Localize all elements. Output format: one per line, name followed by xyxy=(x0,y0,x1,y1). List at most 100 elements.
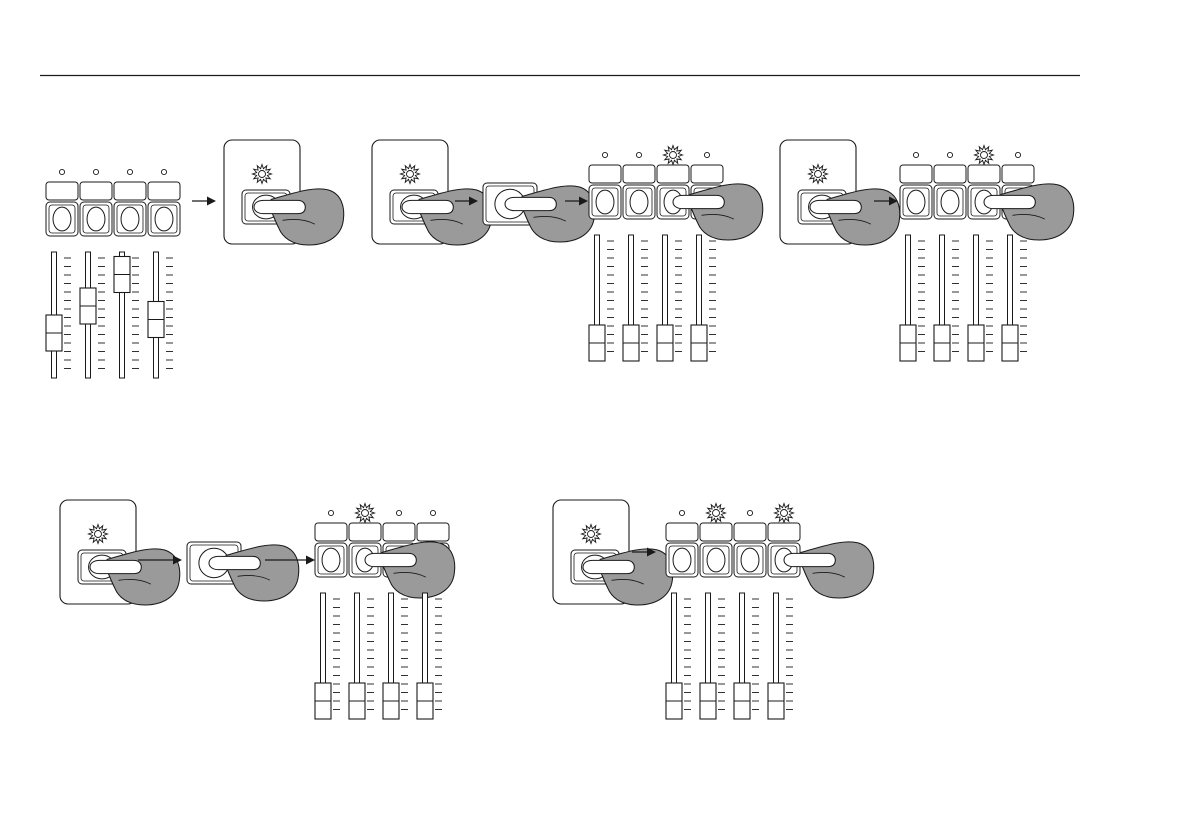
fader-2[interactable] xyxy=(349,593,374,719)
panel-button-icon[interactable] xyxy=(148,202,180,236)
fader-3[interactable] xyxy=(968,235,993,361)
fader-3[interactable] xyxy=(734,593,759,719)
button-oval xyxy=(941,190,959,214)
led-core xyxy=(407,171,414,178)
panel-button-icon[interactable] xyxy=(80,202,112,236)
fader-knob[interactable] xyxy=(700,683,716,719)
hand-index-finger xyxy=(254,200,305,213)
fader-knob[interactable] xyxy=(691,325,707,361)
channel-2-label-box xyxy=(700,523,732,541)
button-oval xyxy=(630,190,648,214)
button-oval xyxy=(907,190,925,214)
arrow-head xyxy=(306,556,315,565)
button-oval xyxy=(155,207,173,231)
fader-4[interactable] xyxy=(148,252,173,378)
channel-1-label-box xyxy=(589,165,621,183)
panel-button-icon[interactable] xyxy=(46,202,78,236)
fader-knob[interactable] xyxy=(768,683,784,719)
fader-2[interactable] xyxy=(934,235,959,361)
pressed-button-group xyxy=(187,542,299,601)
panel-button-icon[interactable] xyxy=(315,543,347,577)
channel-strip xyxy=(666,504,874,720)
channel-3-label-box xyxy=(968,165,1000,183)
led-lit-icon xyxy=(975,146,994,165)
led-core xyxy=(815,171,822,178)
led-core xyxy=(588,531,595,538)
channel-2-label-box xyxy=(349,523,381,541)
fader-knob[interactable] xyxy=(657,325,673,361)
channel-3-label-box xyxy=(657,165,689,183)
led-core xyxy=(95,531,102,538)
fader-2[interactable] xyxy=(623,235,648,361)
fader-1[interactable] xyxy=(666,593,691,719)
button-oval xyxy=(87,207,105,231)
fader-knob[interactable] xyxy=(114,257,130,293)
hand-index-finger xyxy=(583,560,634,573)
hand-palm xyxy=(801,542,874,598)
led-lit-icon xyxy=(775,504,794,523)
diagram-step-1 xyxy=(46,140,344,378)
channel-strip xyxy=(589,146,763,362)
fader-1[interactable] xyxy=(46,252,71,378)
channel-4-label-box xyxy=(768,523,800,541)
fader-knob[interactable] xyxy=(1002,325,1018,361)
panel-button-icon[interactable] xyxy=(623,185,655,219)
fader-1[interactable] xyxy=(315,593,340,719)
fader-knob[interactable] xyxy=(589,325,605,361)
panel-button-icon[interactable] xyxy=(589,185,621,219)
fader-knob[interactable] xyxy=(349,683,365,719)
fader-1[interactable] xyxy=(589,235,614,361)
diagram-step-3 xyxy=(780,140,1074,361)
fader-1[interactable] xyxy=(900,235,925,361)
channel-3-label-box xyxy=(383,523,415,541)
led-core xyxy=(981,152,988,159)
fader-knob[interactable] xyxy=(383,683,399,719)
panel-button-icon[interactable] xyxy=(934,185,966,219)
channel-strip xyxy=(900,146,1074,362)
led-off-icon xyxy=(59,169,64,174)
channel-2-label-box xyxy=(623,165,655,183)
panel-button-icon[interactable] xyxy=(666,543,698,577)
fader-4[interactable] xyxy=(768,593,793,719)
channel-strip xyxy=(315,504,455,720)
fader-knob[interactable] xyxy=(666,683,682,719)
button-oval xyxy=(673,548,691,572)
led-off-icon xyxy=(602,152,607,157)
fader-3[interactable] xyxy=(657,235,682,361)
fader-3[interactable] xyxy=(383,593,408,719)
led-off-icon xyxy=(747,510,752,515)
arrow-right-icon xyxy=(192,197,216,206)
led-core xyxy=(781,510,788,517)
master-panel xyxy=(60,500,180,605)
fader-knob[interactable] xyxy=(46,315,62,351)
fader-knob[interactable] xyxy=(417,683,433,719)
led-core xyxy=(259,171,266,178)
hand-index-finger xyxy=(402,200,453,213)
button-oval xyxy=(322,548,340,572)
fader-knob[interactable] xyxy=(968,325,984,361)
panel-button-icon[interactable] xyxy=(700,543,732,577)
fader-4[interactable] xyxy=(691,235,716,361)
panel-button-icon[interactable] xyxy=(114,202,146,236)
hand-index-finger xyxy=(365,553,416,566)
fader-3[interactable] xyxy=(114,252,139,378)
fader-2[interactable] xyxy=(700,593,725,719)
button-oval xyxy=(741,548,759,572)
fader-4[interactable] xyxy=(417,593,442,719)
fader-2[interactable] xyxy=(80,252,105,378)
led-off-icon xyxy=(93,169,98,174)
fader-knob[interactable] xyxy=(934,325,950,361)
channel-4-label-box xyxy=(1002,165,1034,183)
fader-knob[interactable] xyxy=(734,683,750,719)
panel-button-icon[interactable] xyxy=(900,185,932,219)
fader-4[interactable] xyxy=(1002,235,1027,361)
hand-index-finger xyxy=(209,556,260,569)
led-off-icon xyxy=(430,510,435,515)
fader-knob[interactable] xyxy=(80,288,96,324)
panel-button-icon[interactable] xyxy=(734,543,766,577)
fader-knob[interactable] xyxy=(315,683,331,719)
hand-palm xyxy=(522,186,595,242)
fader-knob[interactable] xyxy=(900,325,916,361)
fader-knob[interactable] xyxy=(623,325,639,361)
fader-knob[interactable] xyxy=(148,302,164,338)
